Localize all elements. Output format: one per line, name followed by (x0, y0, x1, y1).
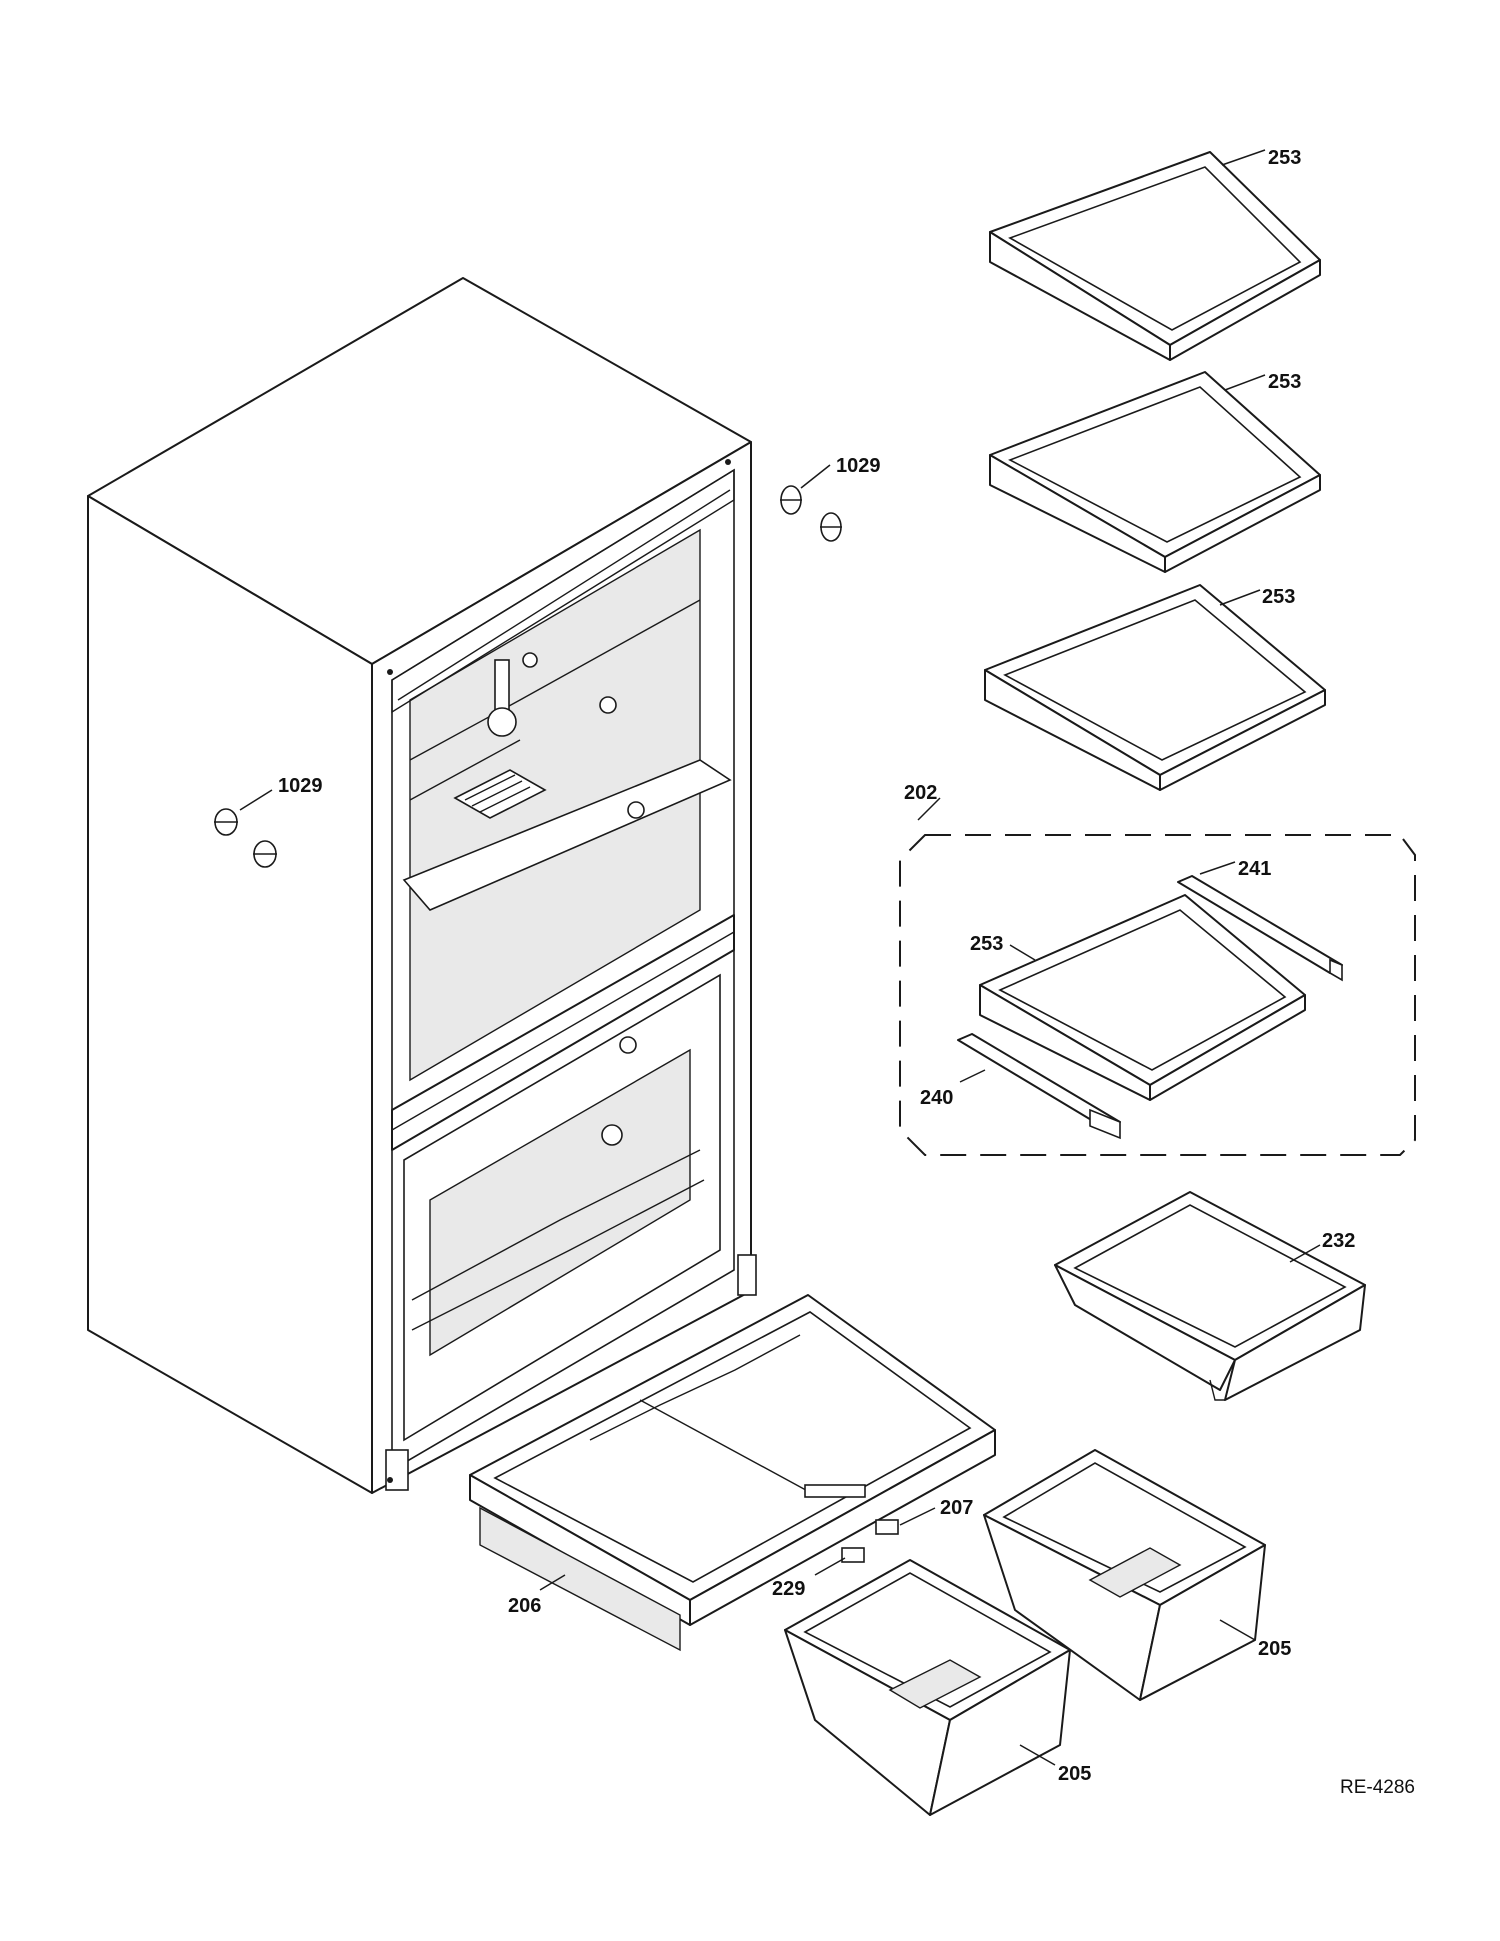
kit-glass-shelf (979, 894, 1306, 1101)
callout-shelf-2: 253 (1268, 371, 1301, 393)
shelf-rail-right (1177, 875, 1343, 982)
callout-kit-shelf: 253 (970, 933, 1003, 955)
callout-drawer-shallow: 232 (1322, 1230, 1355, 1252)
callout-rail-left: 240 (920, 1087, 953, 1109)
crisper-cover (469, 1294, 996, 1652)
glass-shelf-3 (984, 584, 1326, 791)
reference-code: RE-4286 (1340, 1777, 1415, 1798)
callout-cover-clip-b: 229 (772, 1578, 805, 1600)
callout-rail-right: 241 (1238, 858, 1271, 880)
callout-crisper-left: 205 (1058, 1763, 1091, 1785)
cover-clip-207 (875, 1519, 899, 1535)
glass-shelf-2 (989, 371, 1321, 573)
shallow-drawer (1054, 1191, 1366, 1401)
glass-shelf-1 (989, 151, 1321, 361)
callout-shelf-kit: 202 (904, 782, 937, 804)
callout-shelf-1: 253 (1268, 147, 1301, 169)
callout-crisper-cover: 206 (508, 1595, 541, 1617)
hinge-cap-pair-side (214, 808, 277, 868)
callout-crisper-right: 205 (1258, 1638, 1291, 1660)
hinge-cap-pair-top (780, 485, 842, 542)
callout-hinge-side: 1029 (278, 775, 323, 797)
refrigerator-cabinet (87, 277, 757, 1494)
leader-lines (239, 149, 1321, 1766)
cover-clip-229 (841, 1547, 865, 1563)
callout-labels: 253 253 253 202 241 253 240 1029 1029 23… (278, 147, 1355, 1785)
shelf-kit-boundary (899, 834, 1416, 1156)
callout-hinge-top: 1029 (836, 455, 881, 477)
callout-shelf-3: 253 (1262, 586, 1295, 608)
crisper-drawer-right (983, 1449, 1266, 1701)
shelf-rail-left (957, 1033, 1121, 1140)
callout-cover-clip-a: 207 (940, 1497, 973, 1519)
crisper-drawer-left (784, 1559, 1071, 1816)
